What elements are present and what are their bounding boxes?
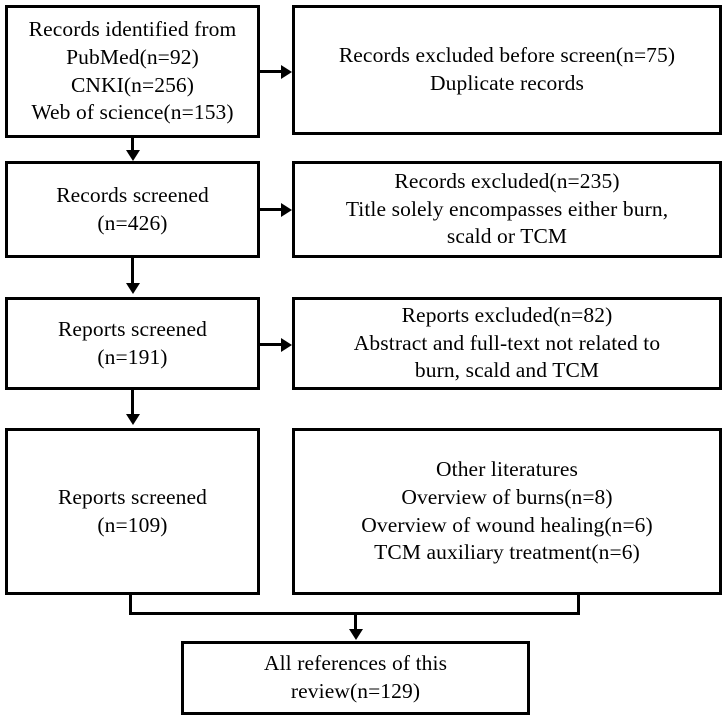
box-all-references-text: All references of this review(n=129)	[263, 651, 448, 703]
box-records-identified-text: Records identified from PubMed(n=92) CNK…	[28, 16, 237, 125]
box-reports-screened-109-text: Reports screened (n=109)	[57, 484, 208, 537]
connector-reports-screened-to-reports-109-line	[131, 390, 134, 415]
box-other-literatures-text: Other literatures Overview of burns(n=8)…	[361, 456, 653, 565]
box-other-literatures: Other literatures Overview of burns(n=8)…	[292, 428, 722, 595]
connector-identified-to-records-screened-line	[131, 138, 134, 151]
merge-bus-to-final-arrowhead	[348, 629, 363, 640]
connector-records-screened-to-excluded-arrowhead	[281, 202, 292, 217]
connector-reports-screened-to-excluded-line	[260, 343, 283, 346]
box-reports-excluded-82-text: Reports excluded(n=82) Abstract and full…	[353, 302, 661, 383]
box-records-excluded-235-text: Records excluded(n=235) Title solely enc…	[345, 168, 669, 249]
box-reports-screened-191-text: Reports screened (n=191)	[57, 316, 208, 369]
box-all-references: All references of this review(n=129)	[181, 641, 530, 715]
connector-identified-to-excluded-line	[260, 70, 283, 73]
connector-identified-to-excluded-arrowhead	[281, 64, 292, 79]
connector-records-screened-to-reports-screened-line	[131, 258, 134, 284]
box-records-excluded-before-screen-text: Records excluded before screen(n=75) Dup…	[338, 43, 676, 95]
connector-identified-to-records-screened-arrowhead	[125, 150, 140, 161]
box-records-excluded-before-screen: Records excluded before screen(n=75) Dup…	[292, 5, 722, 135]
connector-reports-screened-to-reports-109-arrowhead	[125, 414, 140, 425]
box-reports-screened-191: Reports screened (n=191)	[5, 297, 260, 390]
box-reports-excluded-82: Reports excluded(n=82) Abstract and full…	[292, 297, 722, 390]
box-reports-screened-109: Reports screened (n=109)	[5, 428, 260, 595]
merge-stub-right	[577, 593, 580, 615]
connector-records-screened-to-excluded-line	[260, 208, 283, 211]
box-records-screened: Records screened (n=426)	[5, 161, 260, 258]
connector-reports-screened-to-excluded-arrowhead	[281, 337, 292, 352]
merge-bus-to-final-line	[354, 612, 357, 630]
box-records-excluded-235: Records excluded(n=235) Title solely enc…	[292, 161, 722, 258]
merge-stub-left	[129, 593, 132, 615]
connector-records-screened-to-reports-screened-arrowhead	[125, 283, 140, 294]
box-records-identified: Records identified from PubMed(n=92) CNK…	[5, 5, 260, 138]
box-records-screened-text: Records screened (n=426)	[56, 182, 209, 235]
